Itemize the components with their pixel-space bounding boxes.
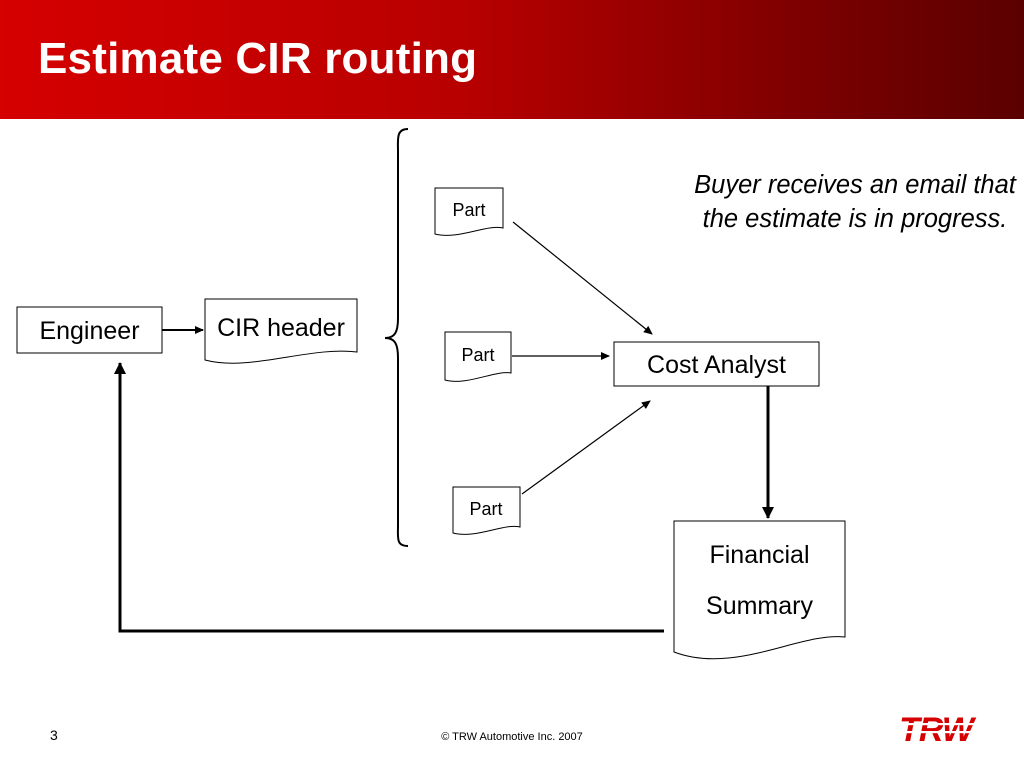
buyer-email-note: Buyer receives an email that the estimat…	[694, 171, 1016, 233]
title-banner: Estimate CIR routing	[0, 0, 1024, 119]
cir-header-document: CIR header	[204, 298, 358, 364]
part-document-top: Part	[434, 187, 504, 236]
slide-title: Estimate CIR routing	[38, 34, 478, 83]
grouping-brace	[384, 128, 409, 547]
arrow-part-bottom-to-analyst	[521, 400, 651, 495]
arrow-part-top-to-analyst	[512, 221, 653, 335]
part-top-label: Part	[452, 200, 485, 220]
cost-analyst-label: Cost Analyst	[647, 351, 786, 379]
svg-text:TRW: TRW	[899, 713, 977, 745]
engineer-label: Engineer	[39, 317, 139, 345]
copyright-footer: © TRW Automotive Inc. 2007	[441, 731, 583, 743]
part-bottom-label: Part	[469, 499, 502, 519]
trw-logo: TRW	[884, 713, 988, 745]
cir-header-label: CIR header	[217, 314, 345, 342]
page-number: 3	[50, 727, 58, 743]
part-document-middle: Part	[444, 331, 512, 382]
part-document-bottom: Part	[452, 486, 521, 535]
financial-summary-label-line1: Financial	[709, 541, 809, 569]
part-middle-label: Part	[461, 345, 494, 365]
financial-summary-document: Financial Summary	[673, 520, 846, 660]
arrow-summary-to-engineer	[114, 362, 664, 633]
cost-analyst-node: Cost Analyst	[613, 341, 820, 387]
engineer-node: Engineer	[16, 306, 163, 354]
financial-summary-label-line2: Summary	[706, 592, 813, 620]
